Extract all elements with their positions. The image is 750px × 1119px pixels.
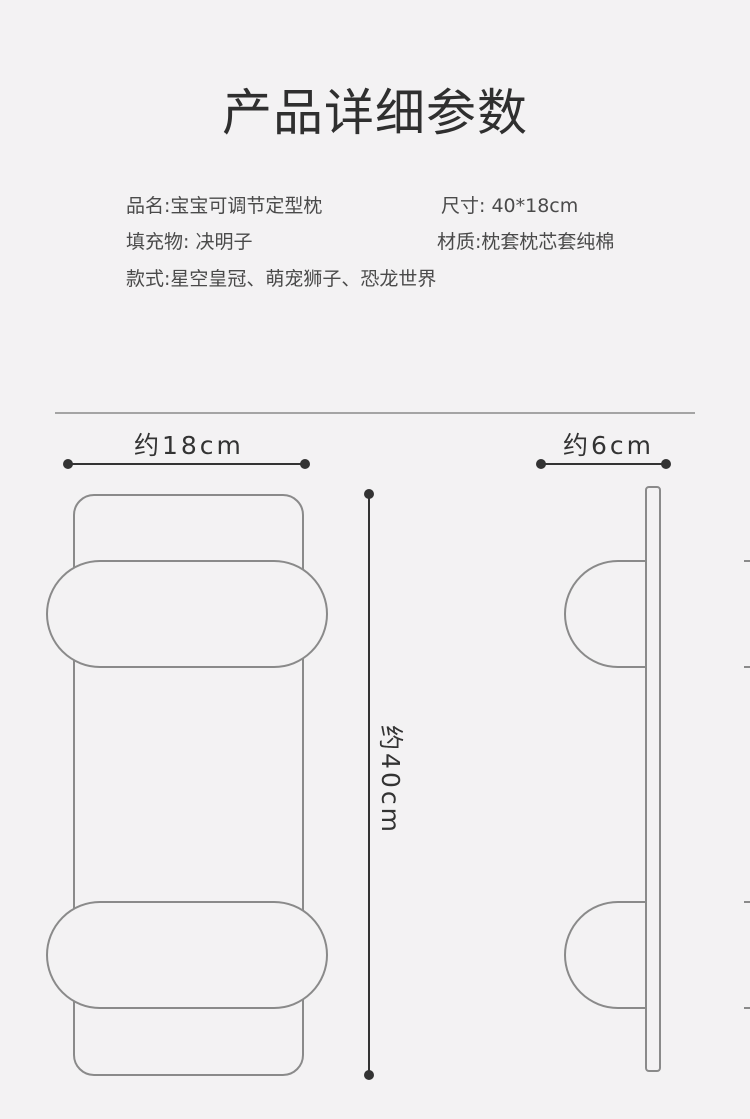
pillow-body-side [645,486,661,1072]
spec-material: 材质:枕套枕芯套纯棉 [437,231,615,253]
width-dimension-line [63,459,310,469]
section-divider [55,412,695,414]
spec-product-name: 品名:宝宝可调节定型枕 [126,195,323,217]
width-label: 约18cm [134,431,244,460]
bolster-bottom-side [564,901,647,1009]
depth-dimension-line [536,459,671,469]
page-title: 产品详细参数 [222,84,528,142]
bolster-top-front [46,560,328,668]
spec-styles: 款式:星空皇冠、萌宠狮子、恐龙世界 [126,268,437,290]
bolster-bottom-front [46,901,328,1009]
edge-tick-marks [744,560,750,1009]
depth-label: 约6cm [563,431,655,460]
length-label: 约40cm [376,725,405,835]
length-dimension-line [364,489,374,1080]
spec-filling: 填充物: 决明子 [126,231,253,253]
bolster-top-side [564,560,647,668]
spec-size: 尺寸: 40*18cm [441,195,579,217]
